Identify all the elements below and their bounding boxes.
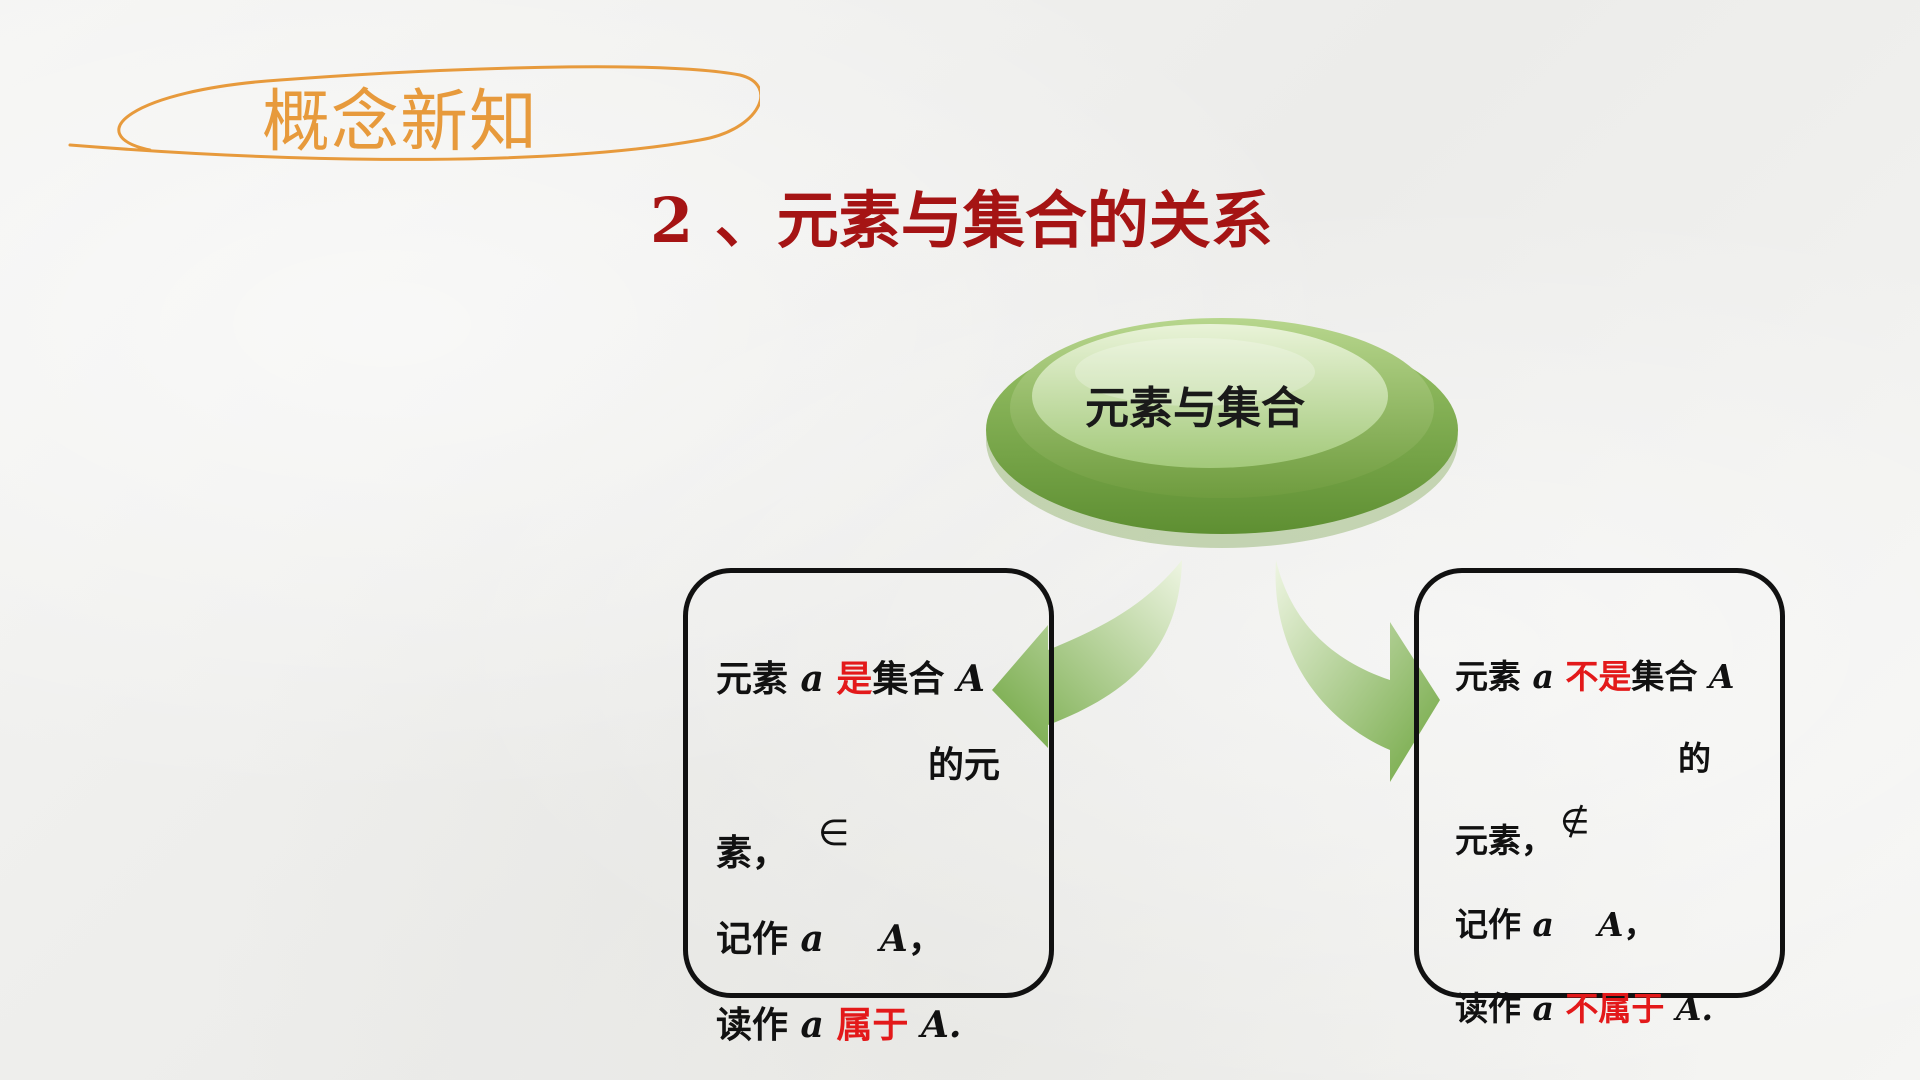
header-title: 概念新知 <box>262 83 539 162</box>
left-line-1: 元素 a 是集合 A <box>716 658 985 700</box>
left-line-2: 的元 <box>928 744 1001 786</box>
page-title: 2 、元素与集合的关系 <box>650 184 1273 257</box>
right-line-2: 的 <box>1678 739 1711 778</box>
left-line-5: 读作 a 属于 A. <box>716 1004 962 1046</box>
right-line-1: 元素 a 不是集合 A <box>1455 657 1735 696</box>
right-concept-box <box>1414 568 1785 998</box>
element-of-symbol: ∈ <box>818 813 850 854</box>
left-concept-box <box>683 568 1054 998</box>
right-arrow <box>1275 560 1440 782</box>
left-arrow <box>992 560 1182 748</box>
center-oval <box>986 318 1458 548</box>
right-line-3: 元素， <box>1455 821 1554 860</box>
not-element-of-symbol: ∉ <box>1560 802 1590 842</box>
right-line-5: 读作 a 不属于 A. <box>1455 989 1713 1028</box>
left-line-3: 素， <box>716 832 789 874</box>
header-bubble <box>68 65 760 161</box>
center-label: 元素与集合 <box>1085 383 1305 434</box>
